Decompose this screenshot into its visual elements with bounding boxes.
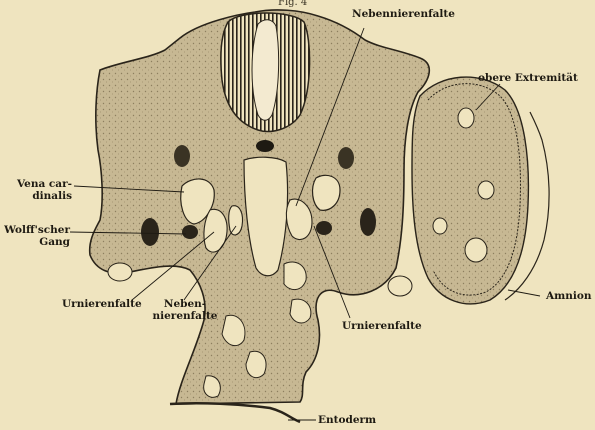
ganglion-right bbox=[338, 147, 354, 169]
label-amnion: Amnion bbox=[546, 290, 592, 302]
limb-vessel-2 bbox=[433, 218, 447, 234]
limb-vessel-1 bbox=[458, 108, 474, 128]
label-vena-cardinalis: Vena car- dinalis bbox=[0, 178, 72, 202]
flank-vessel-right bbox=[388, 276, 412, 296]
label-obere-extremitaet: obere Extremität bbox=[478, 72, 578, 84]
flank-vessel-left bbox=[108, 263, 132, 281]
neural-canal bbox=[252, 20, 279, 121]
leader-amnion bbox=[508, 290, 540, 296]
notochord bbox=[256, 140, 274, 152]
urniere-duct-right bbox=[316, 221, 332, 235]
wolffian-duct-right bbox=[360, 208, 376, 236]
label-nebennierenfalte-top: Nebennierenfalte bbox=[352, 8, 455, 20]
label-entoderm: Entoderm bbox=[318, 414, 376, 426]
figure-caption: Fig. 4 bbox=[278, 0, 307, 8]
gut-lumen-1 bbox=[284, 262, 306, 290]
limb-vessel-4 bbox=[478, 181, 494, 199]
wolffian-duct-left bbox=[141, 218, 159, 246]
entoderm-base bbox=[170, 403, 300, 422]
limb-vessel-3 bbox=[465, 238, 487, 262]
label-wolffscher-gang: Wolff'scher Gang bbox=[0, 224, 70, 248]
gut-lumen-4 bbox=[246, 351, 266, 377]
label-urnierenfalte-right: Urnierenfalte bbox=[342, 320, 422, 332]
urniere-duct-left bbox=[182, 225, 198, 239]
ganglion-left bbox=[174, 145, 190, 167]
label-nebennierenfalte-bottom: Neben- nierenfalte bbox=[140, 298, 230, 322]
nebennierenfalte-shape bbox=[229, 206, 243, 235]
label-urnierenfalte-left: Urnierenfalte bbox=[62, 298, 142, 310]
